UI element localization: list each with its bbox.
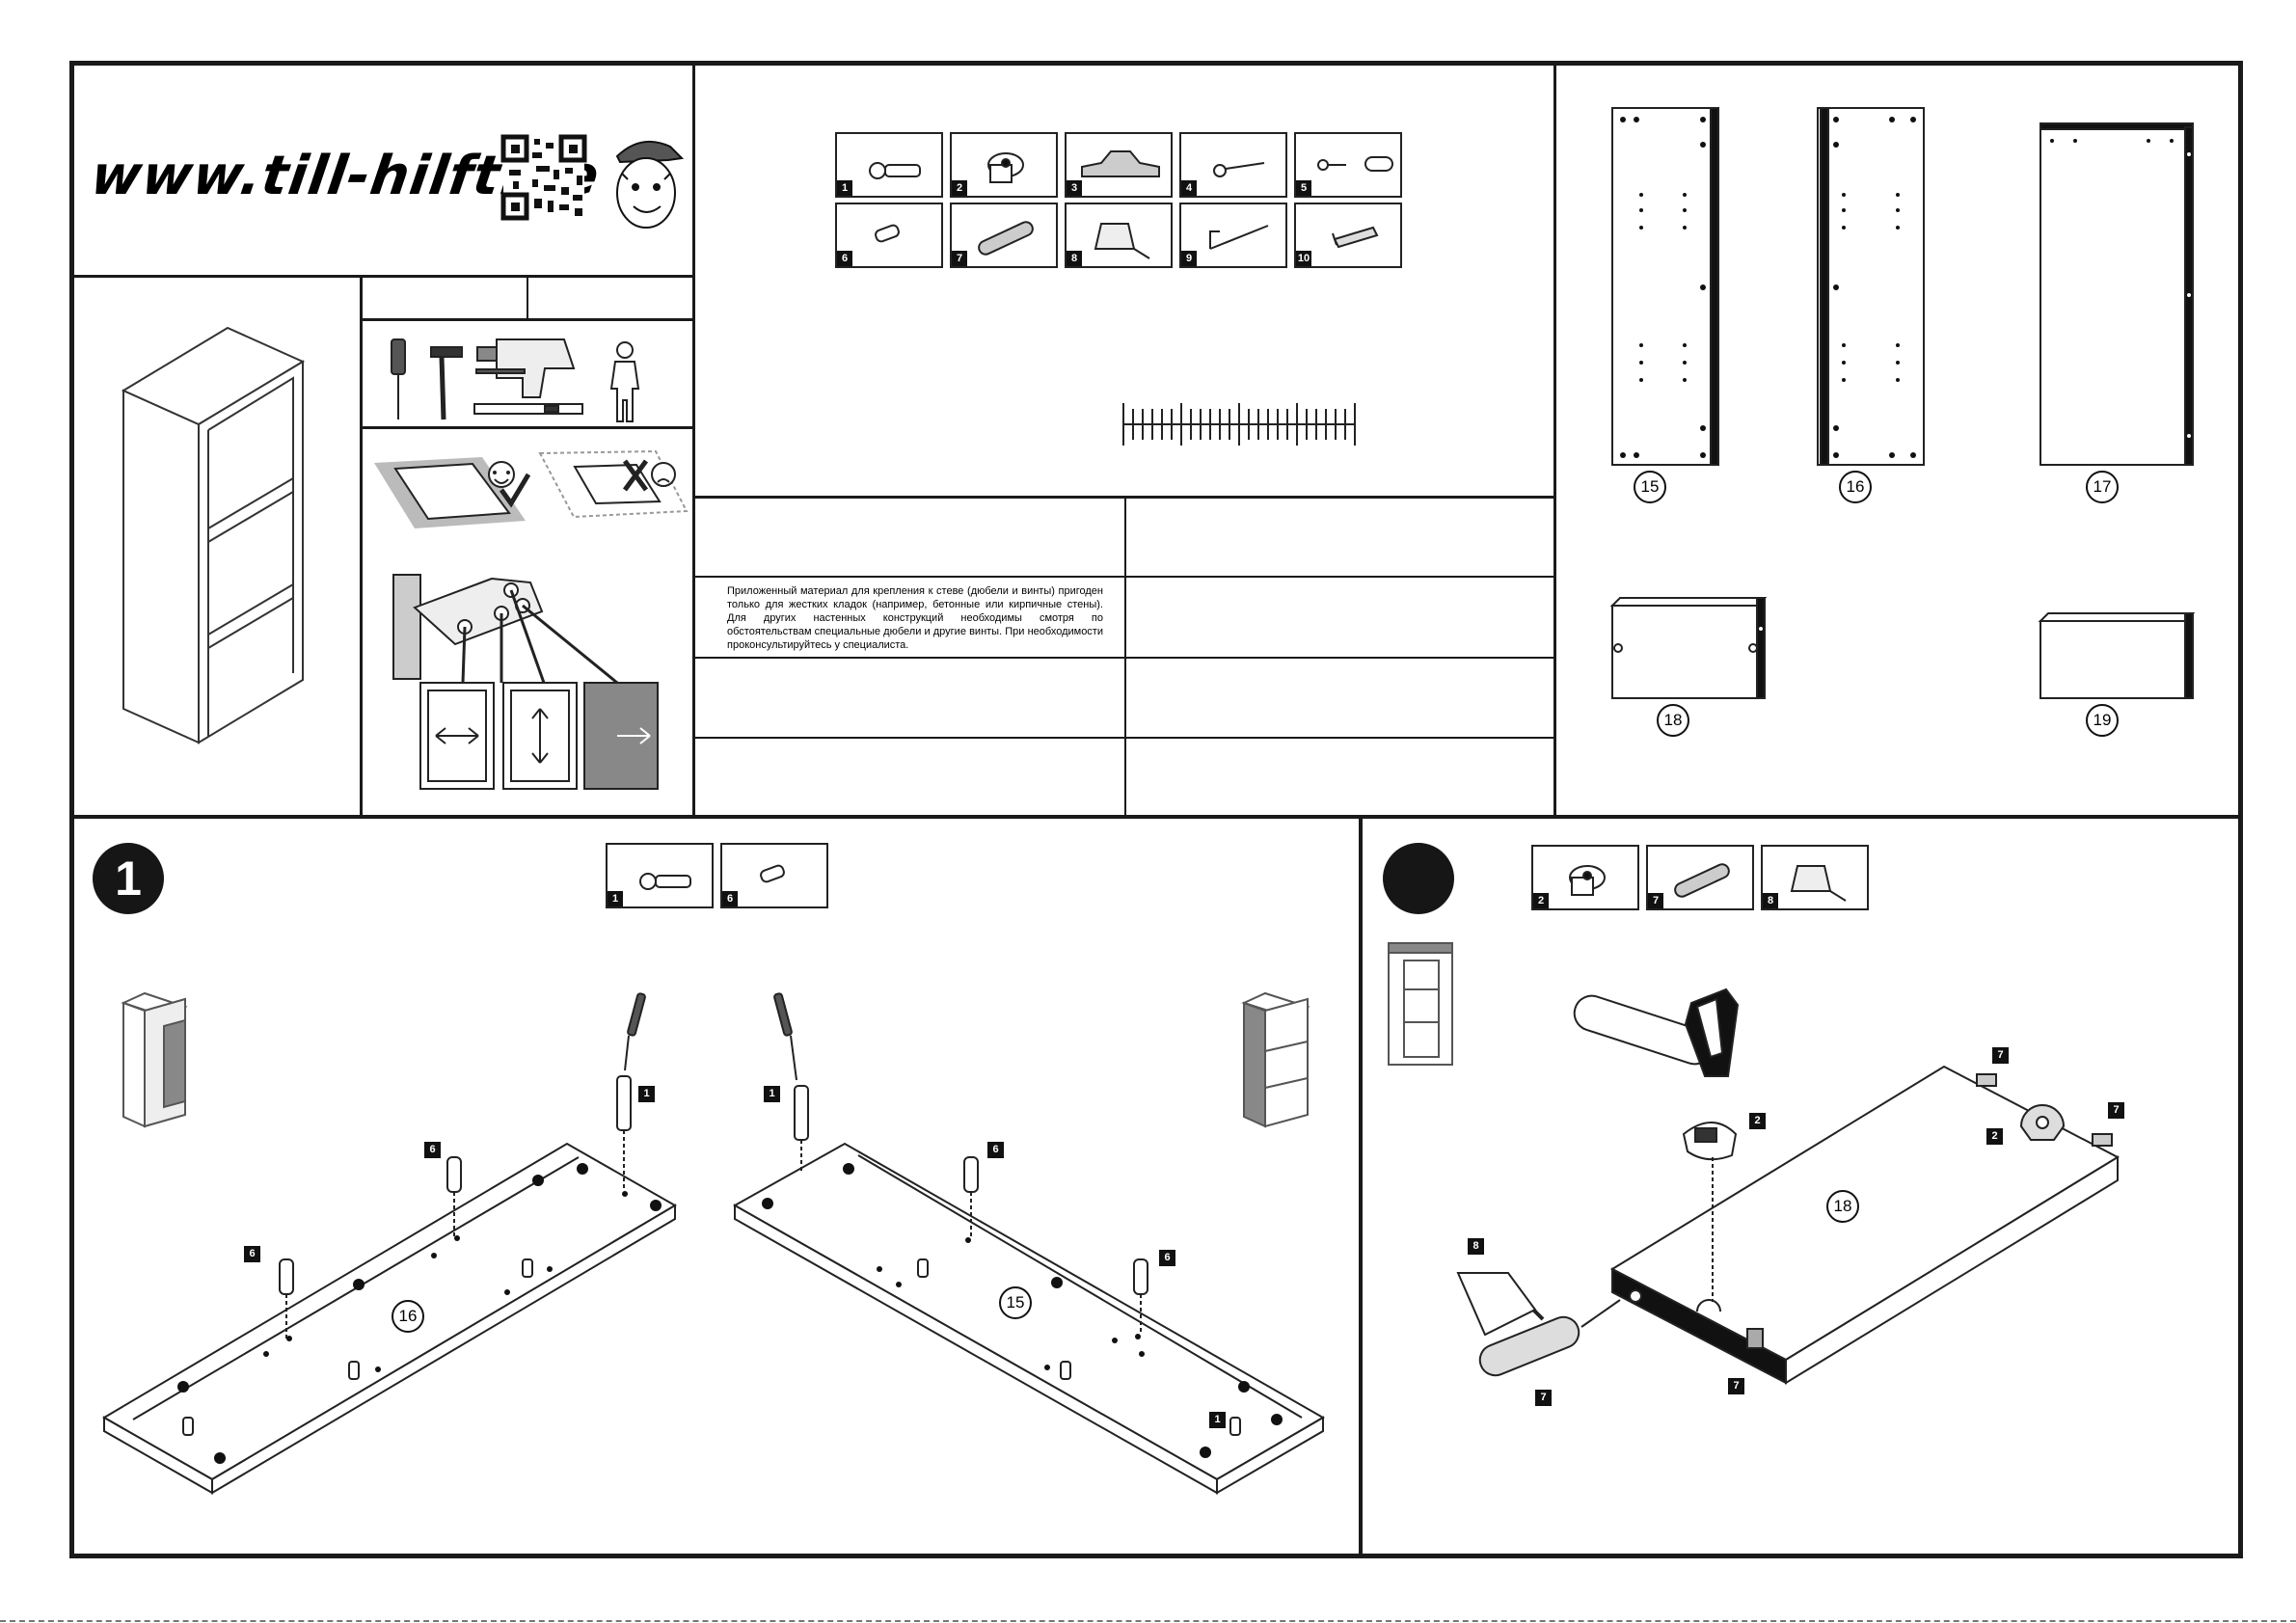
callout-label: 8 (1468, 1238, 1484, 1255)
panel-15-drawing (1611, 107, 1719, 466)
divider (693, 576, 1554, 578)
page-frame (69, 61, 2243, 1558)
panel-number: 15 (999, 1286, 1032, 1319)
mini-cabinet-right-icon (1241, 991, 1310, 1128)
part-tile: 4 (1179, 132, 1287, 198)
panel-18-drawing (1609, 597, 1768, 699)
panel-19-drawing (2038, 612, 2196, 699)
part-tile: 3 (1065, 132, 1173, 198)
divider (361, 426, 693, 429)
divider (693, 737, 1554, 739)
part-tile: 8 (1065, 203, 1173, 268)
divider (693, 657, 1554, 659)
floor-protection-illustration (374, 449, 689, 528)
mini-cabinet-step2-icon (1388, 942, 1453, 1066)
panel-number: 16 (392, 1300, 424, 1333)
panel-number: 17 (2086, 471, 2119, 503)
qr-code-icon (500, 134, 587, 221)
cabinet-overview-illustration (121, 326, 306, 744)
callout-label: 6 (987, 1142, 1004, 1158)
step2-panel-18-drawing (1456, 987, 2120, 1385)
divider (69, 815, 2243, 819)
part-tile: 9 (1179, 203, 1287, 268)
part-tile: 1 (835, 132, 943, 198)
callout-label: 2 (1749, 1113, 1766, 1129)
callout-label: 1 (1209, 1412, 1226, 1428)
wall-mounting-notice: Приложенный материал для крепления к сте… (727, 585, 1103, 651)
callout-label: 6 (244, 1246, 260, 1262)
boy-with-cap-icon (615, 140, 685, 229)
part-tile: 6 (720, 843, 828, 908)
panel-number: 18 (1826, 1190, 1859, 1223)
panel-number: 15 (1634, 471, 1666, 503)
step1-panel-15-drawing (732, 992, 1326, 1495)
callout-label: 7 (1992, 1047, 2009, 1064)
divider (360, 275, 363, 818)
part-tile: 6 (835, 203, 943, 268)
panel-17-drawing (2039, 122, 2194, 466)
divider (69, 275, 693, 278)
callout-label: 7 (2108, 1102, 2124, 1119)
step-number-badge (1383, 843, 1454, 914)
part-tile: 5 (1294, 132, 1402, 198)
callout-label: 1 (638, 1086, 655, 1102)
callout-label: 1 (764, 1086, 780, 1102)
callout-label: 2 (1986, 1128, 2003, 1145)
step1-panel-16-drawing (102, 992, 677, 1495)
part-tile: 8 (1761, 845, 1869, 910)
divider (692, 61, 695, 818)
part-tile: 2 (1531, 845, 1639, 910)
panel-number: 18 (1657, 704, 1689, 737)
part-tile: 7 (1646, 845, 1754, 910)
part-tile: 1 (606, 843, 714, 908)
divider (1359, 815, 1363, 1558)
callout-label: 7 (1728, 1378, 1744, 1394)
part-tile: 7 (950, 203, 1058, 268)
divider (1553, 61, 1556, 818)
panel-number: 16 (1839, 471, 1872, 503)
cut-line (0, 1620, 2296, 1622)
callout-label: 7 (1535, 1390, 1552, 1406)
part-tile: 2 (950, 132, 1058, 198)
mini-cabinet-left-icon (121, 991, 188, 1128)
divider (693, 496, 1554, 499)
part-tile: 10 (1294, 203, 1402, 268)
panel-16-drawing (1817, 107, 1925, 466)
divider (361, 318, 693, 321)
callout-label: 6 (1159, 1250, 1175, 1266)
callout-label: 6 (424, 1142, 441, 1158)
panel-number: 19 (2086, 704, 2119, 737)
step-number-badge: 1 (93, 843, 164, 914)
divider (527, 275, 528, 319)
hinge-adjustment-illustration (392, 574, 659, 790)
tools-illustration (391, 338, 640, 422)
ruler-scale (1122, 403, 1356, 446)
